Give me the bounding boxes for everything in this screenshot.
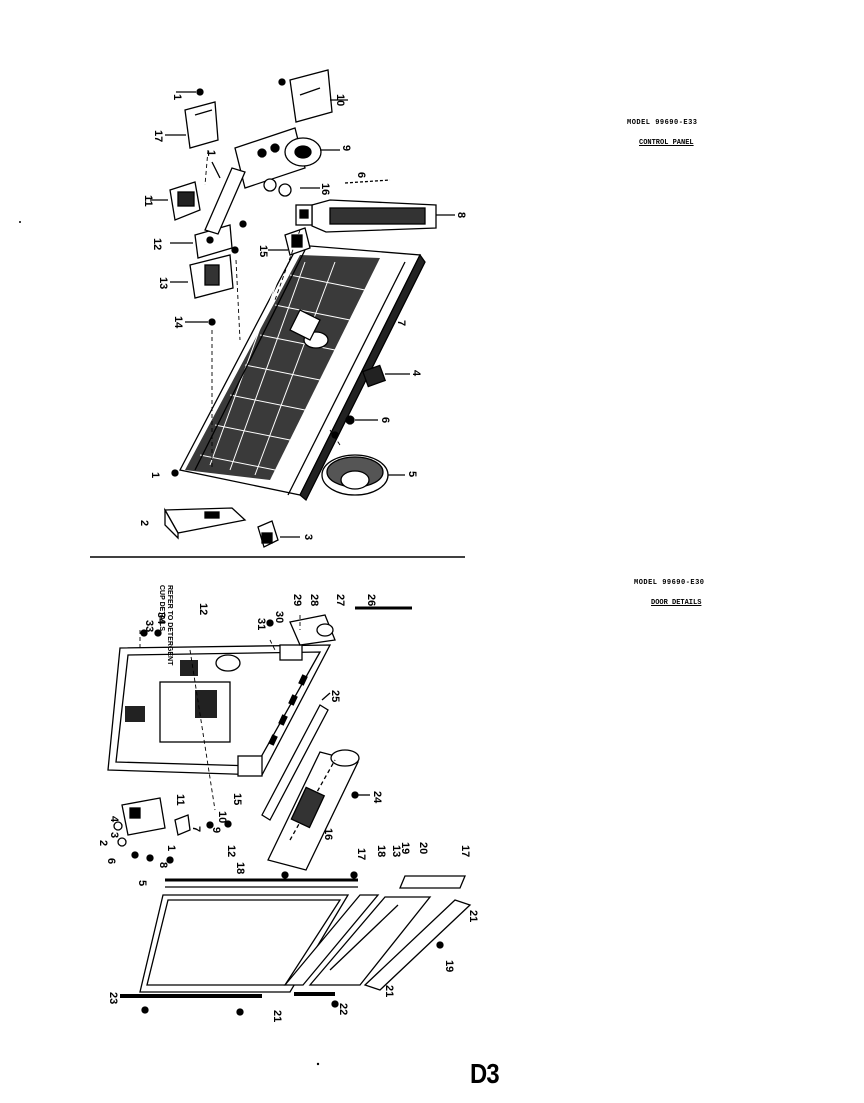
screw-6 (345, 415, 378, 425)
callout-bot-13: 13 (390, 845, 402, 857)
callout-bot-26: 26 (365, 594, 377, 606)
callout-bot-19: 19 (399, 842, 411, 854)
callout-bot-10: 10 (216, 811, 228, 823)
bracket-10 (278, 69, 348, 123)
callout-bot-21: 21 (271, 1010, 283, 1022)
callout-bot-12: 12 (197, 603, 209, 615)
timer-panel-8 (311, 179, 455, 233)
callout-bot-20: 20 (417, 842, 429, 854)
callout-bot-30: 30 (273, 611, 285, 623)
subtitle-door: DOOR DETAILS (651, 599, 702, 607)
callout-top-5: 5 (406, 471, 418, 477)
switch-rail (204, 161, 247, 254)
screw-14 (208, 318, 216, 326)
callout-bot-16: 16 (322, 828, 334, 840)
callout-bot-17: 17 (355, 848, 367, 860)
bracket-20 (399, 875, 466, 889)
terminal-15 (268, 227, 311, 256)
callout-top-7: 7 (395, 320, 407, 326)
callout-bot-8: 8 (157, 862, 169, 868)
strip-25 (261, 704, 329, 821)
terminal-16 (295, 187, 320, 226)
door-callouts: 34 33 12 31 30 29 28 27 26 25 24 16 15 1… (97, 594, 479, 1022)
callout-bot-9: 9 (210, 827, 222, 833)
callout-bot-31: 31 (255, 618, 267, 630)
page-code: D3 (470, 1058, 500, 1089)
callout-top-16: 16 (319, 183, 331, 195)
panel-16 (267, 749, 370, 871)
callout-bot-19b: 19 (443, 960, 455, 972)
callout-top-6b: 6 (355, 172, 367, 178)
callout-bot-24: 24 (371, 791, 383, 804)
callout-top-11: 11 (142, 195, 154, 207)
callout-top-1: 1 (171, 94, 183, 100)
callout-bot-21c: 21 (467, 910, 479, 922)
bracket-17 (165, 88, 219, 149)
callout-top-14: 14 (172, 316, 184, 329)
callout-top-15: 15 (257, 245, 269, 257)
callout-bot-5: 5 (136, 880, 148, 886)
callout-bot-6: 6 (105, 858, 117, 864)
callout-bot-18: 18 (375, 845, 387, 857)
hinge-27 (289, 614, 336, 646)
control-panel-diagram (150, 69, 455, 548)
console-panel (179, 244, 426, 502)
callout-bot-12b: 12 (225, 845, 237, 857)
callout-bot-1: 1 (165, 845, 177, 851)
inner-door-liner (107, 644, 332, 777)
callout-bot-17b: 17 (459, 845, 471, 857)
subtitle-control-panel: CONTROL PANEL (639, 139, 694, 147)
left-end-cap (163, 507, 247, 540)
switch-11 (150, 181, 201, 221)
motor-9 (234, 127, 340, 189)
model-label-control-panel: MODEL 99690-E33 (627, 119, 698, 127)
callout-bot-28: 28 (308, 594, 320, 606)
note-line-1: REFER TO DETERGENT (166, 585, 173, 666)
note-line-2: CUP DETAILS (158, 585, 165, 631)
callout-bot-18b: 18 (234, 862, 246, 874)
callout-top-1b: 1 (149, 472, 161, 478)
callout-bot-23: 23 (107, 992, 119, 1004)
callout-bot-3: 3 (108, 832, 120, 838)
callout-top-2: 2 (138, 520, 150, 526)
callout-bot-33: 33 (143, 620, 155, 632)
round-grille-5 (321, 454, 405, 496)
callout-top-10: 10 (334, 94, 346, 106)
callout-bot-4: 4 (108, 816, 120, 823)
control-panel-callouts: 1 2 3 4 5 6 7 8 9 10 11 12 13 14 15 16 1… (138, 94, 467, 540)
callout-bot-11: 11 (174, 794, 186, 806)
callout-bot-22: 22 (337, 1003, 349, 1015)
callout-bot-27: 27 (334, 594, 346, 606)
callout-top-9: 9 (340, 145, 352, 151)
callout-bot-29: 29 (291, 594, 303, 606)
callout-bot-7: 7 (190, 826, 202, 832)
callout-bot-15: 15 (231, 793, 243, 805)
door-details-diagram (107, 606, 472, 1016)
rail-21 (363, 899, 472, 991)
callout-top-4: 4 (410, 370, 422, 377)
knob-3 (257, 520, 300, 548)
callout-bot-34: 34 (155, 612, 167, 625)
callout-top-13: 13 (157, 277, 169, 289)
model-label-door: MODEL 99690-E30 (634, 579, 705, 587)
bracket-12 (170, 224, 233, 259)
bracket-13 (170, 254, 234, 299)
latch-assembly (113, 797, 232, 864)
switch-4 (361, 364, 387, 388)
callout-top-1c: 1 (205, 150, 217, 156)
callout-bot-25: 25 (329, 690, 341, 702)
callout-top-17: 17 (152, 130, 164, 142)
side-panel-18 (283, 894, 432, 986)
callout-top-12: 12 (151, 238, 163, 250)
callout-bot-21b: 21 (383, 985, 395, 997)
callout-top-6: 6 (379, 417, 391, 423)
detergent-note: REFER TO DETERGENT CUP DETAILS (158, 585, 173, 666)
callout-top-3: 3 (302, 534, 314, 540)
callout-bot-2: 2 (97, 840, 109, 846)
callout-top-8: 8 (455, 212, 467, 218)
